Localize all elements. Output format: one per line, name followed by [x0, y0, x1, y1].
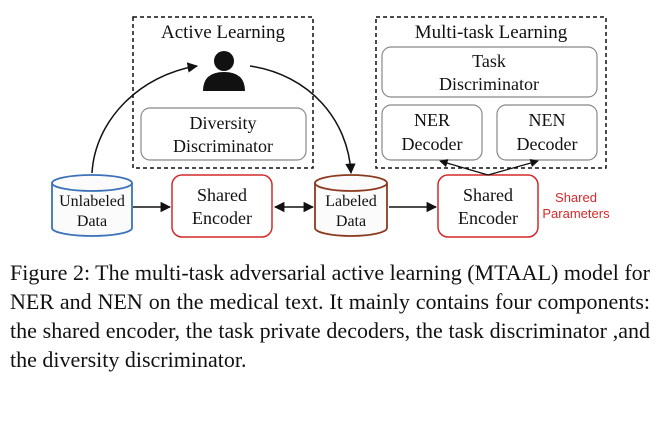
arrow-unlabeled-to-person	[91, 62, 199, 174]
task-discriminator-line2: Discriminator	[439, 74, 539, 94]
figure-caption: Figure 2: The multi-task adversarial act…	[10, 260, 650, 372]
multi-task-learning-box	[375, 16, 607, 169]
task-discriminator-line1: Task	[472, 51, 506, 71]
active-learning-box	[132, 16, 314, 169]
arrow-encoder-to-nen	[487, 158, 539, 176]
task-discriminator-box	[381, 46, 598, 98]
arrow-person-to-labeled	[249, 65, 356, 175]
shared-encoder-left-line1: Shared	[197, 185, 247, 205]
unlabeled-data-line2: Data	[77, 213, 107, 230]
active-learning-title: Active Learning	[161, 22, 285, 43]
diversity-discriminator-box	[140, 107, 307, 161]
ner-decoder-line2: Decoder	[402, 134, 463, 154]
shared-encoder-left-box	[171, 174, 273, 238]
mtaal-diagram: Active Learning Diversity Discriminator …	[51, 16, 610, 238]
shared-encoder-right-line2: Encoder	[458, 208, 518, 228]
ner-decoder-line1: NER	[414, 110, 450, 130]
unlabeled-data-line1: Unlabeled	[59, 193, 125, 210]
diversity-discriminator-line1: Diversity	[190, 113, 257, 133]
shared-parameters-line1: Shared	[555, 190, 597, 205]
arrow-encoder-to-ner	[439, 159, 489, 176]
labeled-data-line2: Data	[336, 213, 366, 230]
diversity-discriminator-line2: Discriminator	[173, 136, 273, 156]
labeled-data-cylinder	[314, 174, 388, 237]
multi-task-learning-title: Multi-task Learning	[415, 22, 568, 43]
shared-parameters-line2: Parameters	[542, 206, 610, 221]
person-icon	[203, 51, 245, 91]
nen-decoder-box	[496, 104, 598, 161]
shared-encoder-left-line2: Encoder	[192, 208, 252, 228]
labeled-data-line1: Labeled	[325, 193, 377, 210]
unlabeled-data-cylinder	[51, 174, 133, 237]
ner-decoder-box	[381, 104, 483, 161]
shared-encoder-right-line1: Shared	[463, 185, 513, 205]
nen-decoder-line2: Decoder	[517, 134, 578, 154]
nen-decoder-line1: NEN	[529, 110, 566, 130]
